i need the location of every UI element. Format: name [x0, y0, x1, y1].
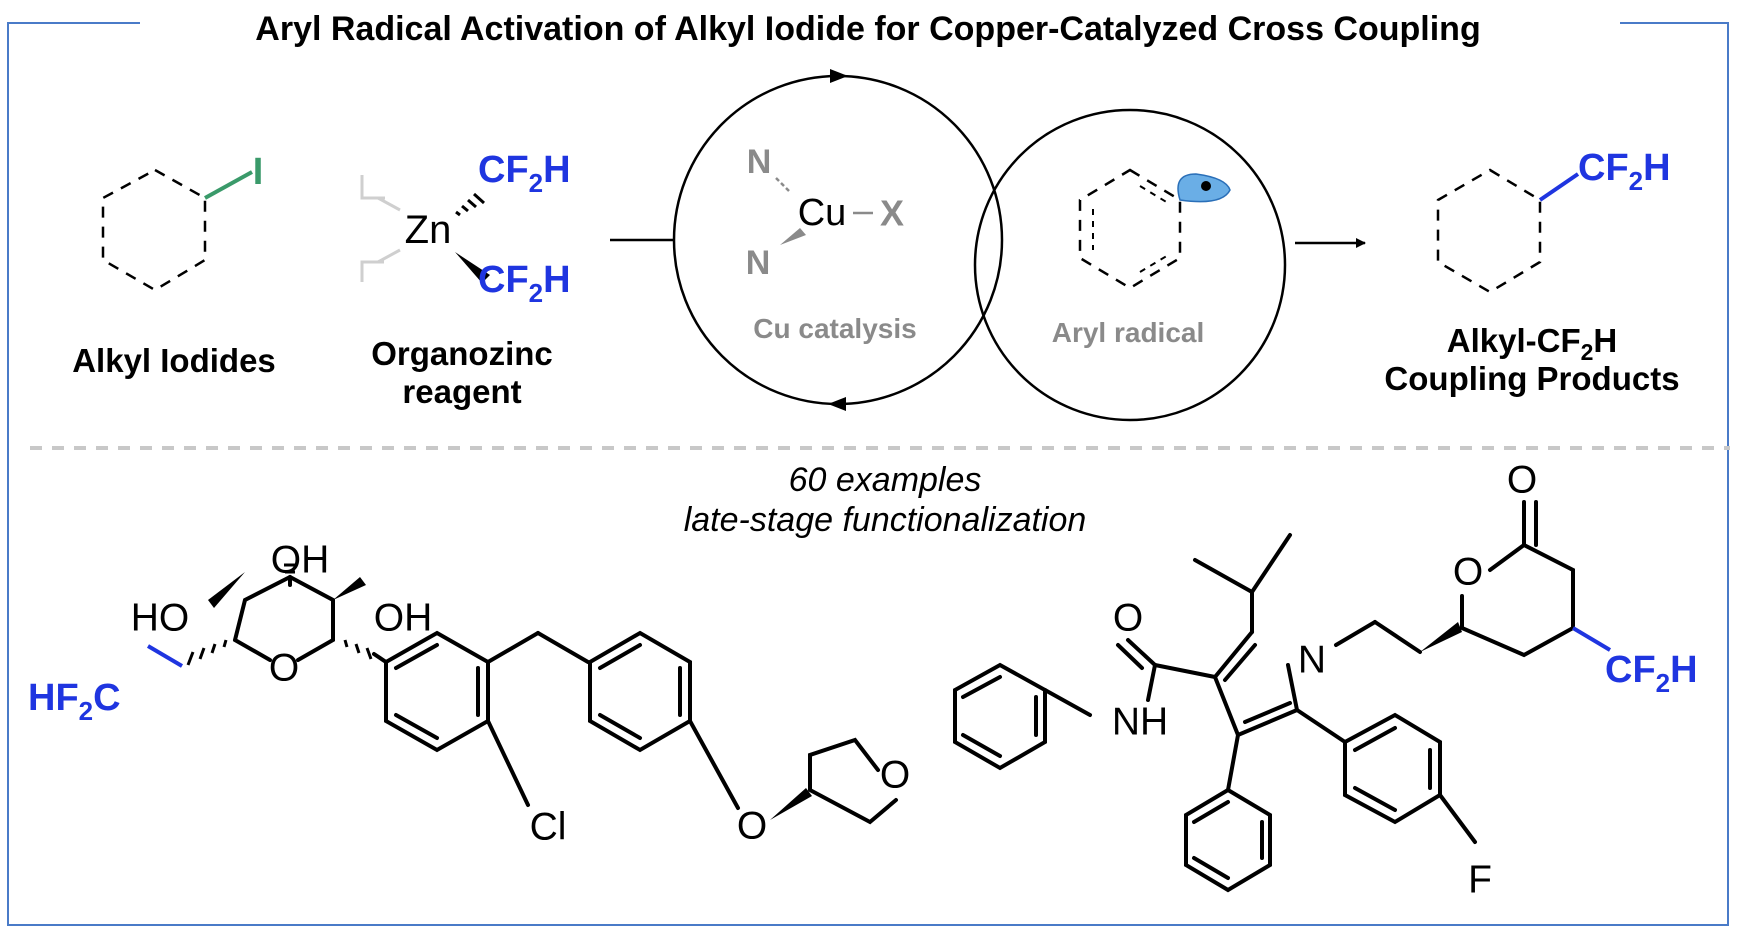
late-stage-label: late-stage functionalization: [684, 501, 1087, 539]
examples-count: 60 examples: [789, 461, 982, 499]
copper-atom: Cu: [798, 192, 847, 234]
product-structure: CF2H: [1436, 147, 1671, 294]
aryl-radical-label: Aryl radical: [1052, 317, 1205, 348]
hydroxyl-right: OH: [374, 597, 433, 640]
amide-nh: NH: [1112, 701, 1168, 744]
cf2h-top: CF2H: [478, 149, 571, 198]
halide-x: X: [880, 193, 904, 234]
cu-catalysis-label: Cu catalysis: [753, 313, 916, 344]
zinc-atom: Zn: [405, 208, 452, 252]
pyrrole-n: N: [1298, 639, 1326, 682]
cu-cycle-circle: [672, 74, 1004, 406]
iodine-atom: I: [253, 151, 264, 193]
scheme-title: Aryl Radical Activation of Alkyl Iodide …: [255, 10, 1480, 48]
fluorine-atom: F: [1468, 859, 1492, 902]
molecule-sugar-derivative: O OH HO OH HF2C: [28, 539, 910, 849]
product-cf2h: CF2H: [1578, 147, 1671, 196]
frame: [7, 22, 1729, 926]
aryl-cycle-circle: [973, 108, 1287, 422]
ligand-n-bottom: N: [746, 244, 771, 282]
product-label-line2: Coupling Products: [1384, 360, 1679, 397]
organozinc-label-line2: reagent: [402, 373, 521, 410]
ring-oxygen-1: O: [269, 647, 299, 690]
hydroxyl-left: HO: [131, 597, 190, 640]
lactone-ring-oxygen: O: [1453, 551, 1483, 594]
alkyl-iodides-label: Alkyl Iodides: [72, 342, 276, 379]
thf-oxygen: O: [880, 754, 910, 797]
molecule-pyrrole-derivative: NH O N O O CF2H: [953, 459, 1698, 902]
hf2c-group: HF2C: [28, 677, 121, 726]
lactone-carbonyl-oxygen: O: [1507, 459, 1537, 502]
organozinc-label-line1: Organozinc: [371, 335, 553, 372]
chlorine-atom: Cl: [530, 806, 567, 849]
amide-oxygen: O: [1113, 597, 1143, 640]
lactone-cf2h: CF2H: [1605, 649, 1698, 698]
cf2h-bottom: CF2H: [478, 259, 571, 308]
ligand-n-top: N: [747, 143, 772, 181]
hydroxyl-top: OH: [271, 539, 330, 582]
catalytic-cycles: N N Cu X Cu catalysis Aryl radical: [610, 69, 1366, 422]
ether-oxygen: O: [737, 805, 767, 848]
product-label-line1: Alkyl-CF2H: [1447, 322, 1618, 365]
organozinc-structure: Zn CF2H CF2H: [360, 149, 571, 308]
alkyl-iodide-structure: I: [101, 151, 264, 292]
